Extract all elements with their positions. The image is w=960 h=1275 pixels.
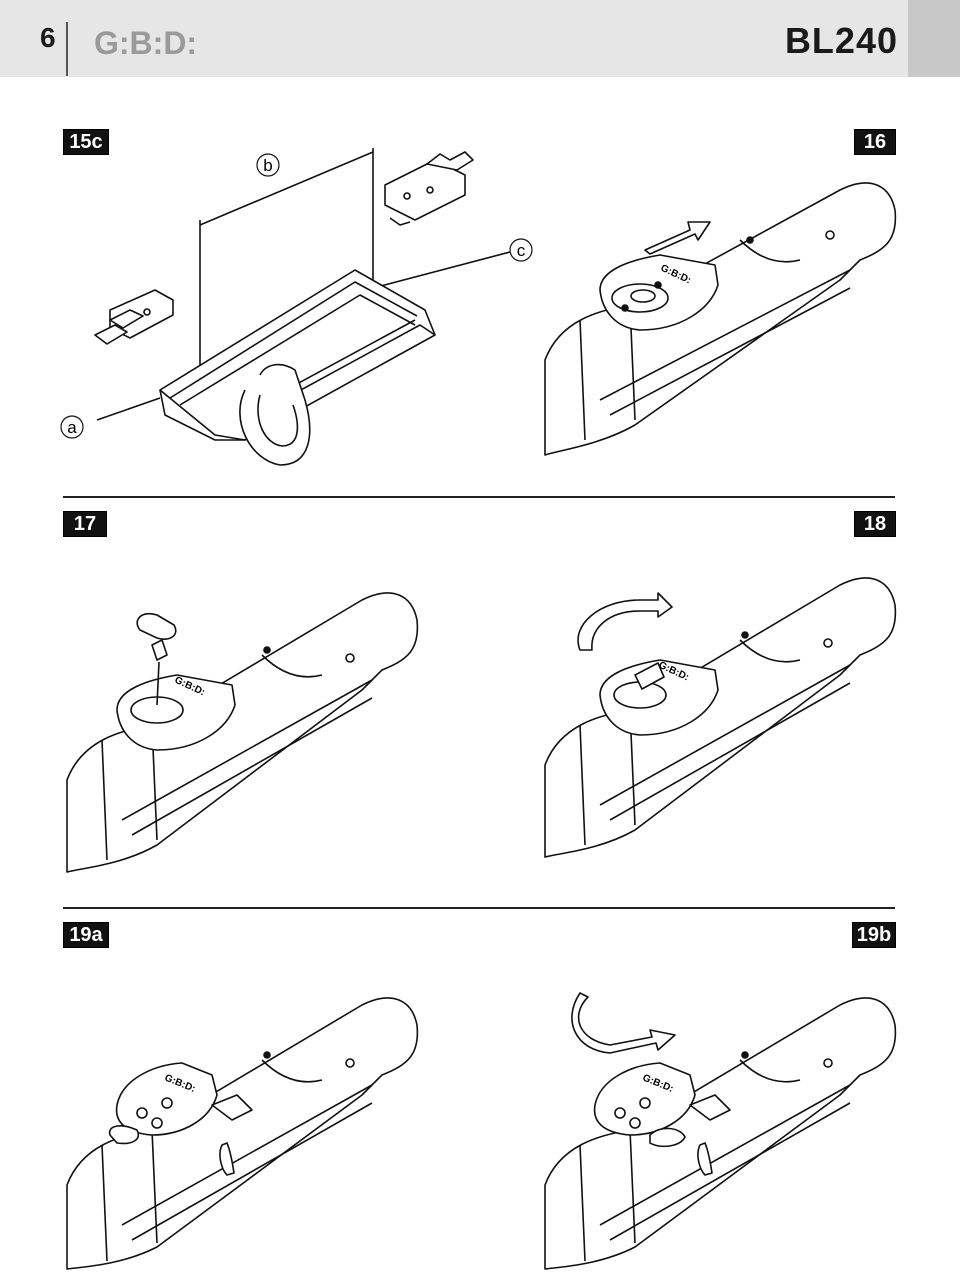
figure-label-17: 17 xyxy=(63,511,107,537)
section-divider-1 xyxy=(63,496,895,498)
section-divider-2 xyxy=(63,907,895,909)
leader-line-c xyxy=(372,251,511,289)
figure-17-drawing: G:B:D: xyxy=(66,592,419,873)
figure-label-16: 16 xyxy=(854,129,896,155)
figure-15c-drawing: a b c xyxy=(60,148,533,466)
page-number: 6 xyxy=(40,22,56,53)
figure-19a-drawing: G:B:D: xyxy=(66,997,419,1270)
model-title: BL240 xyxy=(784,20,898,61)
leader-line-a xyxy=(96,397,161,421)
gibidi-logo: G:B:D: xyxy=(94,25,197,61)
figure-label-19b: 19b xyxy=(852,922,896,948)
figure-label-18: 18 xyxy=(854,511,896,537)
figure-16-drawing: G:B:D: xyxy=(544,182,897,456)
callout-a: a xyxy=(67,418,77,437)
logo-text: G:B:D: xyxy=(94,25,197,61)
dimension-line-b xyxy=(199,151,374,226)
figure-18-drawing: G:B:D: xyxy=(544,577,897,858)
callout-c: c xyxy=(517,241,526,260)
header-divider xyxy=(66,22,68,76)
figure-label-15c: 15c xyxy=(63,129,109,155)
figure-label-19a: 19a xyxy=(63,922,109,948)
figure-19b-drawing: G:B:D: xyxy=(544,992,897,1270)
page-header xyxy=(0,0,960,77)
callout-b: b xyxy=(263,156,272,175)
header-side-tab xyxy=(908,0,960,77)
